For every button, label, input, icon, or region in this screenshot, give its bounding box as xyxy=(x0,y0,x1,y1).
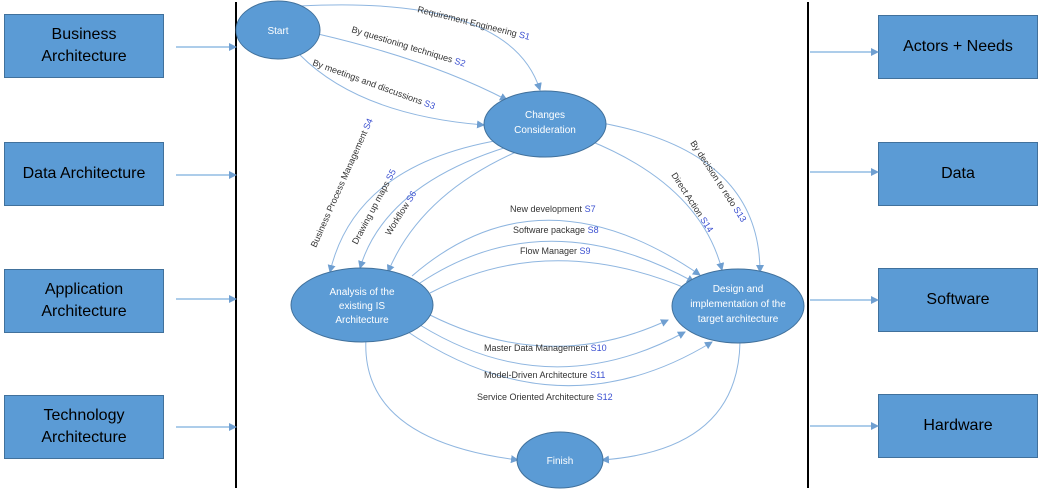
start-node: Start xyxy=(235,0,321,60)
label-s6: Workflow S6 xyxy=(383,189,418,237)
transition-analysis-to-finish xyxy=(365,337,519,464)
label-s7: New development S7 xyxy=(510,204,596,214)
analysis-node-label-line3: Architecture xyxy=(335,315,389,326)
transition-s5 xyxy=(358,146,508,269)
design-node-label-line3: target architecture xyxy=(698,314,779,325)
technology-architecture-box: Technology Architecture xyxy=(4,395,164,459)
transition-s13 xyxy=(595,121,764,273)
data-architecture-box: Data Architecture xyxy=(4,142,164,206)
hardware-box: Hardware xyxy=(878,394,1038,458)
design-node-label-line2: implementation of the xyxy=(690,299,786,310)
analysis-node-label-line1: Analysis of the xyxy=(329,287,394,298)
transition-s7 xyxy=(411,219,701,277)
label-s14: Direct Action S14 xyxy=(669,171,715,234)
changes-node-label-line1: Changes xyxy=(525,110,565,121)
transition-s1 xyxy=(299,4,542,91)
label-s11: Model-Driven Architecture S11 xyxy=(484,370,605,380)
analysis-node-label-line2: existing IS xyxy=(339,301,385,312)
transition-s2 xyxy=(317,33,508,101)
label-s1: Requirement Engineering S1 xyxy=(417,4,532,42)
transition-s9 xyxy=(429,260,691,294)
transition-s10 xyxy=(429,314,669,347)
design-node-label-line1: Design and xyxy=(713,284,764,295)
transition-s6 xyxy=(386,151,517,273)
transition-s8 xyxy=(419,240,695,284)
actors-needs-box: Actors + Needs xyxy=(878,15,1038,79)
transition-s12 xyxy=(404,329,713,387)
label-s12: Service Oriented Architecture S12 xyxy=(477,392,613,402)
label-s10: Master Data Management S10 xyxy=(484,343,607,353)
changes-consideration-node: Changes Consideration xyxy=(483,90,607,158)
software-box: Software xyxy=(878,268,1038,332)
design-target-architecture-node: Design and implementation of the target … xyxy=(671,268,805,344)
label-s8: Software package S8 xyxy=(513,225,599,235)
application-architecture-box: Application Architecture xyxy=(4,269,164,333)
finish-node-label: Finish xyxy=(547,456,574,467)
transition-s3 xyxy=(299,54,485,129)
finish-node: Finish xyxy=(516,431,604,489)
transition-s4 xyxy=(327,139,501,273)
label-s9: Flow Manager S9 xyxy=(520,246,591,256)
business-architecture-box: Business Architecture xyxy=(4,14,164,78)
transition-design-to-finish xyxy=(601,341,741,464)
start-node-label: Start xyxy=(267,26,288,37)
changes-node-label-line2: Consideration xyxy=(514,125,576,136)
label-s3: By meetings and discussions S3 xyxy=(311,57,436,111)
transition-s11 xyxy=(419,324,686,368)
data-box: Data xyxy=(878,142,1038,206)
transition-s14 xyxy=(587,139,725,271)
analysis-existing-is-node: Analysis of the existing IS Architecture xyxy=(290,267,434,343)
